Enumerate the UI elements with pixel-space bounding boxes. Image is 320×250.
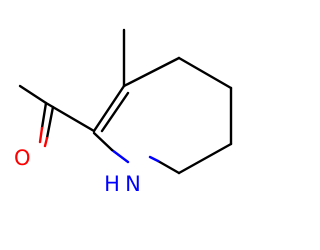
atom-nitrogen-hydrogen-label: H: [104, 172, 120, 196]
bond-n-c2-a: [110, 148, 130, 164]
bond-acetyl-methyl: [18, 84, 48, 105]
bond-co-2b: [43, 136, 49, 148]
bond-ring-c4-c5: [177, 56, 233, 90]
bond-ring-c7-n-a: [156, 159, 181, 175]
molecule-structure-diagram: O H N: [14, 28, 233, 196]
bond-n-c2-b: [92, 131, 114, 152]
bond-ring-c6-c7: [177, 142, 233, 175]
bond-ring-c7-n-b: [148, 155, 160, 163]
bond-ring-c2-c3-inner: [100, 91, 130, 133]
atom-nitrogen-label: N: [125, 172, 141, 196]
bond-co-1b: [38, 126, 44, 144]
bond-ring-c3-c4: [122, 56, 181, 88]
bond-co-1a: [40, 101, 48, 130]
bond-co-2a: [45, 105, 55, 140]
bond-ring-c2-c3: [92, 84, 126, 133]
atom-oxygen-label: O: [14, 146, 31, 170]
